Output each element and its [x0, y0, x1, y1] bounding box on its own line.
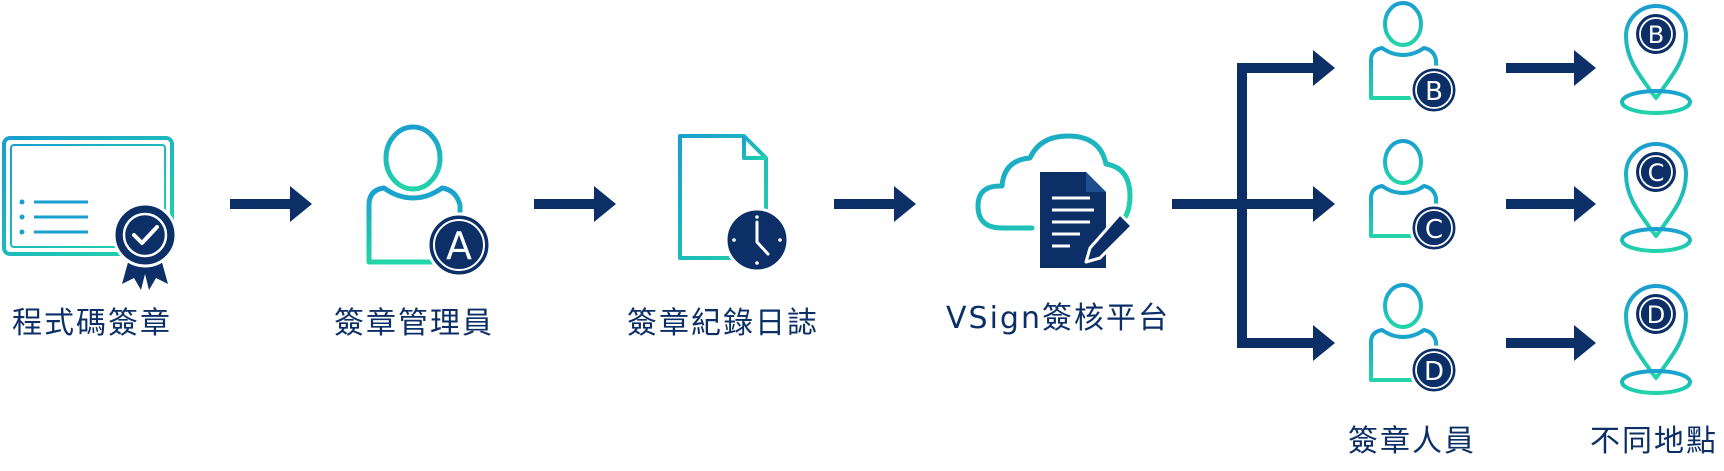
- location-badge-d: D: [1647, 301, 1665, 329]
- location-badge-c: C: [1648, 159, 1665, 187]
- signers-label: 簽章人員: [1348, 424, 1476, 459]
- location-pin-c: C: [1620, 142, 1692, 253]
- admin-user-icon: A: [366, 124, 492, 278]
- cloud-document-pen-icon: [975, 133, 1134, 268]
- signer-user-b: B: [1369, 1, 1459, 115]
- signer-user-d: D: [1369, 283, 1459, 395]
- step-label-platform: VSign簽核平台: [946, 301, 1170, 336]
- signer-user-c: C: [1369, 139, 1459, 253]
- log-document-clock-icon: [678, 134, 790, 273]
- signer-badge-d: D: [1424, 357, 1444, 387]
- location-pin-b: B: [1620, 4, 1692, 115]
- certificate-icon: [2, 136, 178, 290]
- signer-to-location-arrows: [1506, 50, 1596, 361]
- locations-label: 不同地點: [1590, 424, 1718, 459]
- step-label-code-signing: 程式碼簽章: [12, 306, 172, 341]
- step-label-log: 簽章紀錄日誌: [627, 306, 819, 341]
- signer-badge-c: C: [1425, 215, 1443, 245]
- arrow-3: [834, 186, 916, 222]
- signer-badge-b: B: [1425, 77, 1443, 107]
- arrow-2: [534, 186, 616, 222]
- admin-badge: A: [446, 224, 472, 268]
- location-badge-b: B: [1648, 21, 1664, 49]
- step-label-admin: 簽章管理員: [334, 306, 494, 341]
- location-pin-d: D: [1620, 284, 1692, 395]
- arrow-1: [230, 186, 312, 222]
- branch-connector: [1172, 50, 1335, 361]
